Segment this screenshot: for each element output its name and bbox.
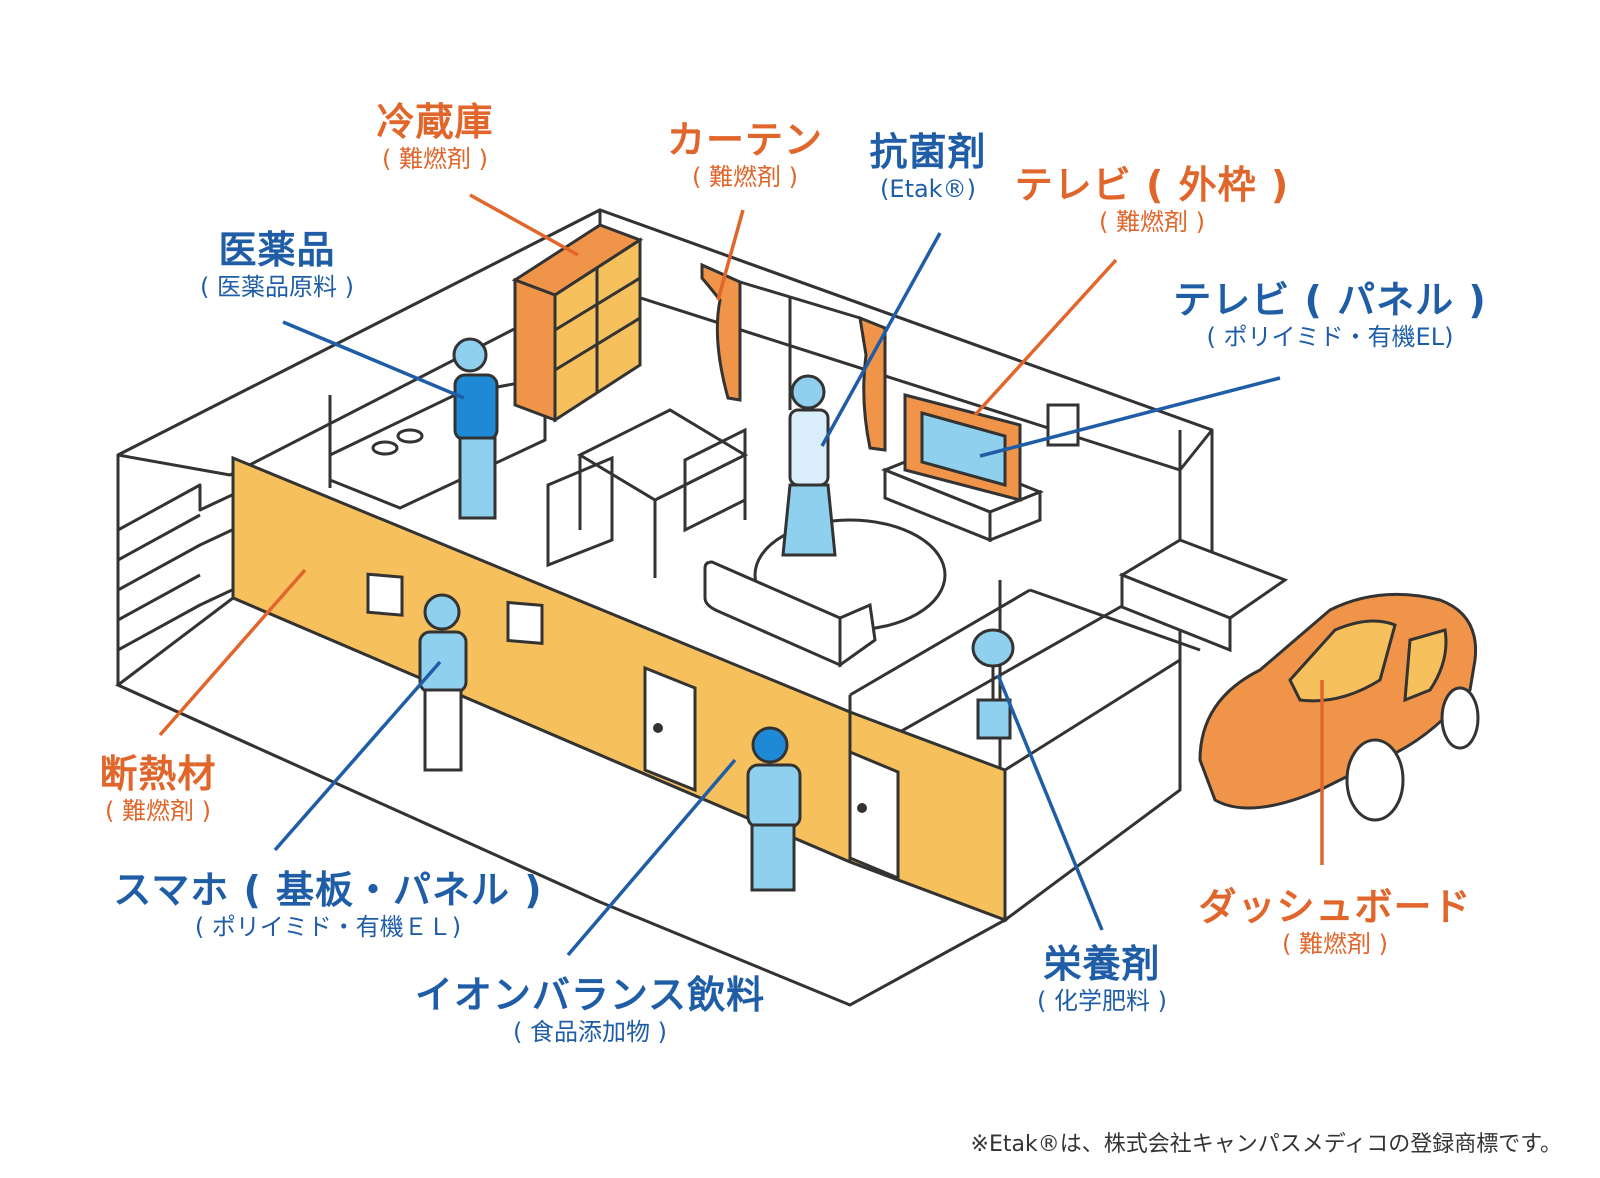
door-1	[643, 665, 697, 793]
leader-lines-orange	[158, 193, 1324, 865]
label-dashboard-sub: ( 難燃剤 )	[1282, 930, 1388, 958]
leader-lines-blue	[273, 232, 1281, 957]
label-smartphone-sub: ( ポリイミド・有機ＥＬ)	[194, 913, 462, 941]
leader-smartphone	[273, 660, 442, 852]
label-antibacterial: 抗菌剤 (Etak®)	[869, 130, 986, 204]
leader-medicine	[282, 320, 465, 400]
label-ion-drink-title: イオンバランス飲料	[414, 973, 766, 1017]
stairs	[117, 483, 233, 652]
label-nutrient-sub: ( 化学肥料 )	[1037, 987, 1167, 1015]
label-insulation-sub: ( 難燃剤 )	[105, 797, 211, 825]
label-fridge-sub: ( 難燃剤 )	[382, 145, 488, 173]
window-1	[366, 572, 404, 617]
leader-nutrient	[996, 674, 1104, 931]
label-curtain: カーテン ( 難燃剤 )	[667, 118, 823, 192]
label-dashboard-title: ダッシュボード	[1198, 885, 1472, 929]
car	[1198, 592, 1480, 822]
dining-set	[546, 408, 749, 578]
leader-ion-drink	[566, 758, 737, 957]
window-2	[506, 600, 544, 646]
label-insulation: 断熱材 ( 難燃剤 )	[99, 752, 216, 826]
person-front-left	[418, 593, 468, 772]
sofa	[703, 560, 877, 668]
side-wall-right	[1003, 657, 1182, 923]
curtain	[700, 262, 887, 452]
label-tv-frame-title: テレビ ( 外枠 )	[1014, 163, 1290, 207]
person-living	[781, 374, 837, 557]
bathtub	[1118, 538, 1289, 653]
label-ion-drink: イオンバランス飲料 ( 食品添加物 )	[415, 973, 765, 1047]
label-tv-panel-title: テレビ ( パネル )	[1173, 278, 1487, 322]
leader-fridge	[469, 193, 579, 257]
label-nutrient: 栄養剤 ( 化学肥料 )	[1037, 942, 1167, 1016]
label-antibacterial-title: 抗菌剤	[869, 130, 987, 174]
door-2	[848, 749, 900, 881]
label-tv-frame-sub: ( 難燃剤 )	[1099, 208, 1205, 236]
person-kitchen	[452, 337, 499, 520]
person-front-right	[746, 726, 802, 892]
label-tv-panel-sub: ( ポリイミド・有機EL)	[1206, 323, 1454, 351]
label-curtain-title: カーテン	[666, 118, 824, 162]
potted-plant	[971, 628, 1015, 740]
wall-switch	[1046, 403, 1080, 447]
label-medicine-sub: ( 医薬品原料 )	[200, 273, 354, 301]
label-fridge-title: 冷蔵庫	[376, 100, 494, 144]
label-smartphone-title: スマホ ( 基板・パネル )	[113, 868, 543, 912]
label-dashboard: ダッシュボード ( 難燃剤 )	[1198, 885, 1471, 959]
label-insulation-title: 断熱材	[99, 752, 217, 796]
label-curtain-sub: ( 難燃剤 )	[692, 163, 798, 191]
footnote: ※Etak®は、株式会社キャンパスメディコの登録商標です。	[970, 1132, 1562, 1157]
label-ion-drink-sub: ( 食品添加物 )	[513, 1018, 667, 1046]
fridge	[511, 223, 644, 423]
label-medicine-title: 医薬品	[218, 228, 336, 272]
label-antibacterial-sub: (Etak®)	[880, 175, 976, 203]
leader-tv-frame	[973, 258, 1118, 417]
label-smartphone: スマホ ( 基板・パネル ) ( ポリイミド・有機ＥＬ)	[113, 868, 542, 942]
leader-insulation	[158, 568, 307, 737]
leader-tv-panel	[979, 376, 1281, 458]
leader-curtain	[716, 209, 745, 301]
label-tv-frame: テレビ ( 外枠 ) ( 難燃剤 )	[1015, 163, 1289, 237]
label-medicine: 医薬品 ( 医薬品原料 )	[200, 228, 354, 302]
tv	[903, 393, 1022, 502]
leader-antibacterial	[820, 232, 942, 447]
label-fridge: 冷蔵庫 ( 難燃剤 )	[376, 100, 493, 174]
label-tv-panel: テレビ ( パネル ) ( ポリイミド・有機EL)	[1173, 278, 1486, 352]
label-nutrient-title: 栄養剤	[1043, 942, 1161, 986]
